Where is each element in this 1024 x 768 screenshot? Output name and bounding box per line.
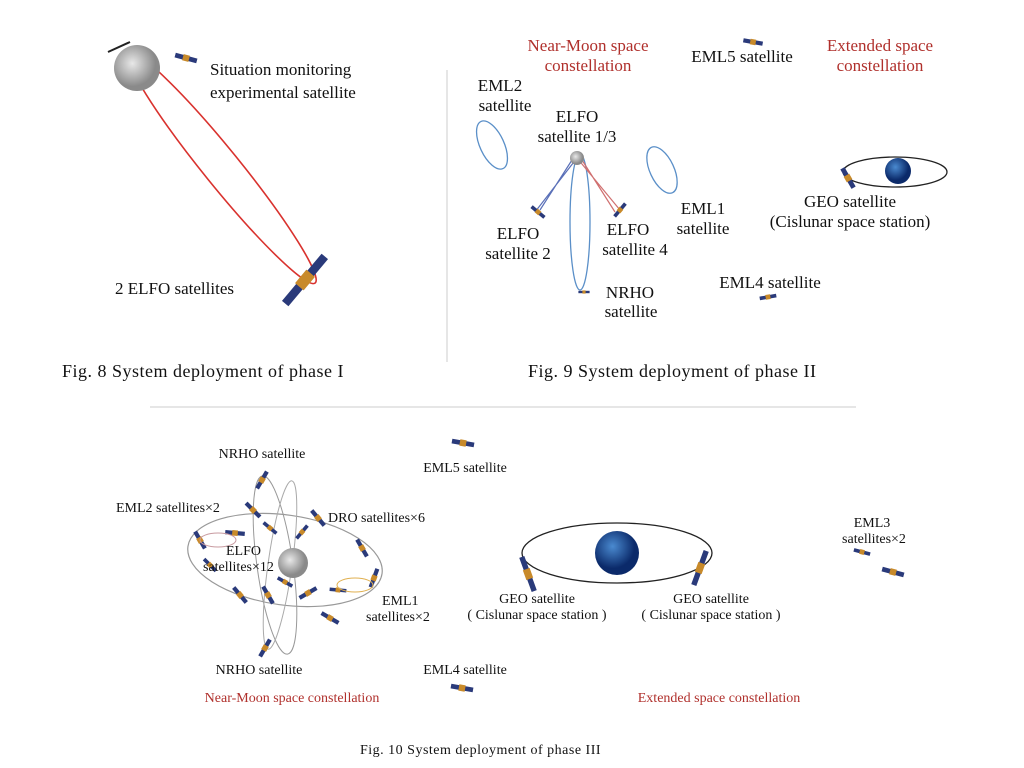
label-geo-l1: GEO satellite — [803, 192, 897, 211]
label-eml2-l2: satellite — [478, 96, 532, 115]
label-geo-right-l2: ( Cislunar space station ) — [641, 608, 781, 623]
elfo-satellite — [280, 252, 330, 308]
label-eml3-l2: satellites×2 — [842, 532, 906, 547]
label-eml1-l2: satellites×2 — [366, 610, 430, 625]
label-elfo2-l1: ELFO — [496, 224, 540, 243]
extended-line1: Extended space — [826, 36, 934, 55]
label-eml5: EML5 satellite — [691, 47, 793, 66]
label-eml5-p3: EML5 satellite — [423, 461, 507, 476]
label-nrho-l2: satellite — [604, 302, 658, 321]
label-eml3-l1: EML3 — [853, 516, 891, 531]
label-eml2-l1: EML2 — [477, 76, 523, 95]
label-eml2-x2: EML2 satellites×2 — [116, 501, 220, 516]
label-elfo-l2: satellites×12 — [203, 560, 274, 575]
label-extended-constellation: Extended space constellation — [637, 691, 801, 706]
label-geo-right-l1: GEO satellite — [673, 592, 749, 607]
label-eml1-l1: EML1 — [382, 594, 419, 609]
moon-phase3 — [278, 548, 308, 578]
label-elfo4-l2: satellite 4 — [602, 240, 668, 259]
earth — [595, 531, 639, 575]
fig10-caption: Fig. 10 System deployment of phase III — [360, 743, 602, 758]
label-dro-x6: DRO satellites×6 — [328, 511, 425, 526]
eml1-orbit — [646, 146, 678, 194]
label-monitoring-line1: Situation monitoring — [210, 60, 352, 79]
label-geo-l2: (Cislunar space station) — [769, 212, 931, 231]
monitoring-satellite — [174, 52, 198, 64]
label-eml1-l1: EML1 — [680, 199, 726, 218]
label-nrho-bottom: NRHO satellite — [215, 663, 303, 678]
label-eml1-l2: satellite — [676, 219, 730, 238]
earth-small — [885, 158, 911, 184]
label-elfo4-l1: ELFO — [606, 220, 650, 239]
near-moon-line2: constellation — [544, 56, 632, 75]
dro-orbit — [187, 512, 383, 608]
nrho-orbit — [569, 153, 591, 291]
moon-small — [570, 151, 584, 165]
label-geo-left-l2: ( Cislunar space station ) — [467, 608, 607, 623]
elfo4-orbit — [576, 157, 621, 213]
label-elfo13-l2: satellite 1/3 — [537, 127, 617, 146]
label-elfo-l1: ELFO — [226, 544, 261, 559]
near-moon-line1: Near-Moon space — [527, 36, 649, 55]
label-nrho-l1: NRHO — [605, 283, 655, 302]
label-monitoring-line2: experimental satellite — [210, 83, 356, 102]
label-nrho-top: NRHO satellite — [218, 447, 306, 462]
label-2-elfo: 2 ELFO satellites — [115, 279, 234, 298]
geo-orbit-phase3 — [521, 522, 713, 584]
label-near-moon-constellation: Near-Moon space constellation — [204, 691, 380, 706]
label-elfo13-l1: ELFO — [555, 107, 599, 126]
extended-line2: constellation — [836, 56, 924, 75]
fig8-caption: Fig. 8 System deployment of phase I — [62, 361, 344, 381]
elfo2-orbit — [534, 157, 578, 213]
label-elfo2-l2: satellite 2 — [485, 244, 551, 263]
label-eml4: EML4 satellite — [719, 273, 821, 292]
fig9-caption: Fig. 9 System deployment of phase II — [528, 361, 817, 381]
eml2-orbit — [475, 120, 509, 170]
label-eml4-p3: EML4 satellite — [423, 663, 507, 678]
label-geo-left-l1: GEO satellite — [499, 592, 575, 607]
moon — [114, 45, 160, 91]
